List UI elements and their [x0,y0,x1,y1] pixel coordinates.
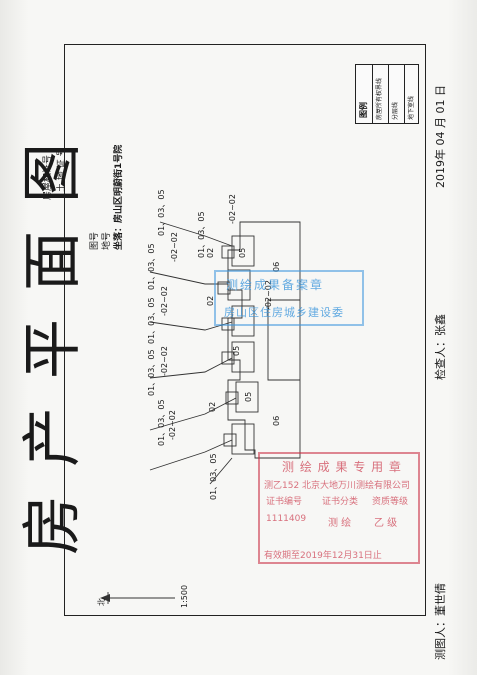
building-outline [227,221,301,459]
room-label: 05 [232,345,241,356]
checker-label: 检查人：张鑫 [434,314,447,380]
filing-stamp-line1: 测绘成果备案章 [226,278,325,292]
floor-label: 01、03、05 [209,453,218,500]
floor-label: 01、03、05 [147,349,156,396]
level-label: -02~02 [168,410,177,440]
legend-box [355,64,419,124]
level-label: -02~02 [228,194,237,224]
floor-label: 01、03、05 [147,297,156,344]
survey-stamp-title: 测 绘 成 果 专 用 章 [282,460,402,474]
level-label: -02~02 [160,346,169,376]
survey-stamp-class: 测 绘 [328,518,352,529]
survey-stamp-header-cert: 证书编号 [266,497,303,507]
survey-stamp [258,452,420,564]
floor-label: 01、03、05 [157,189,166,236]
survey-stamp-cert-number: 1111409 [266,514,307,524]
drawer-label: 测图人：董世倩 [434,583,447,660]
survey-stamp-header-class: 证书分类 [322,497,359,507]
room-label: 05 [244,391,253,402]
filing-stamp [214,270,364,326]
survey-stamp-validity: 有效期至2019年12月31日止 [264,551,382,561]
level-label: -02~02 [160,286,169,316]
room-label: 05 [238,247,247,258]
scale-label: 1:500 [180,584,189,608]
floor-label: 01、03、05 [147,243,156,290]
survey-stamp-company: 测乙152 北京大地万川测绘有限公司 [264,481,411,491]
survey-stamp-level: 乙 级 [374,518,398,529]
drawing-frame [64,44,426,616]
level-label: -02~02 [170,232,179,262]
filing-stamp-line2: 房山区住房城乡建设委 [224,306,344,319]
room-label: 02 [208,401,217,412]
north-arrow-icon [100,594,110,602]
floor-label: 01、03、05 [157,399,166,446]
survey-stamp-header-level: 资质等级 [372,497,409,507]
room-label: 06 [272,415,281,426]
room-label: 02 [206,247,215,258]
north-label: 北 [97,598,106,606]
date-label: 2019年 04 月 01 日 [434,85,447,188]
